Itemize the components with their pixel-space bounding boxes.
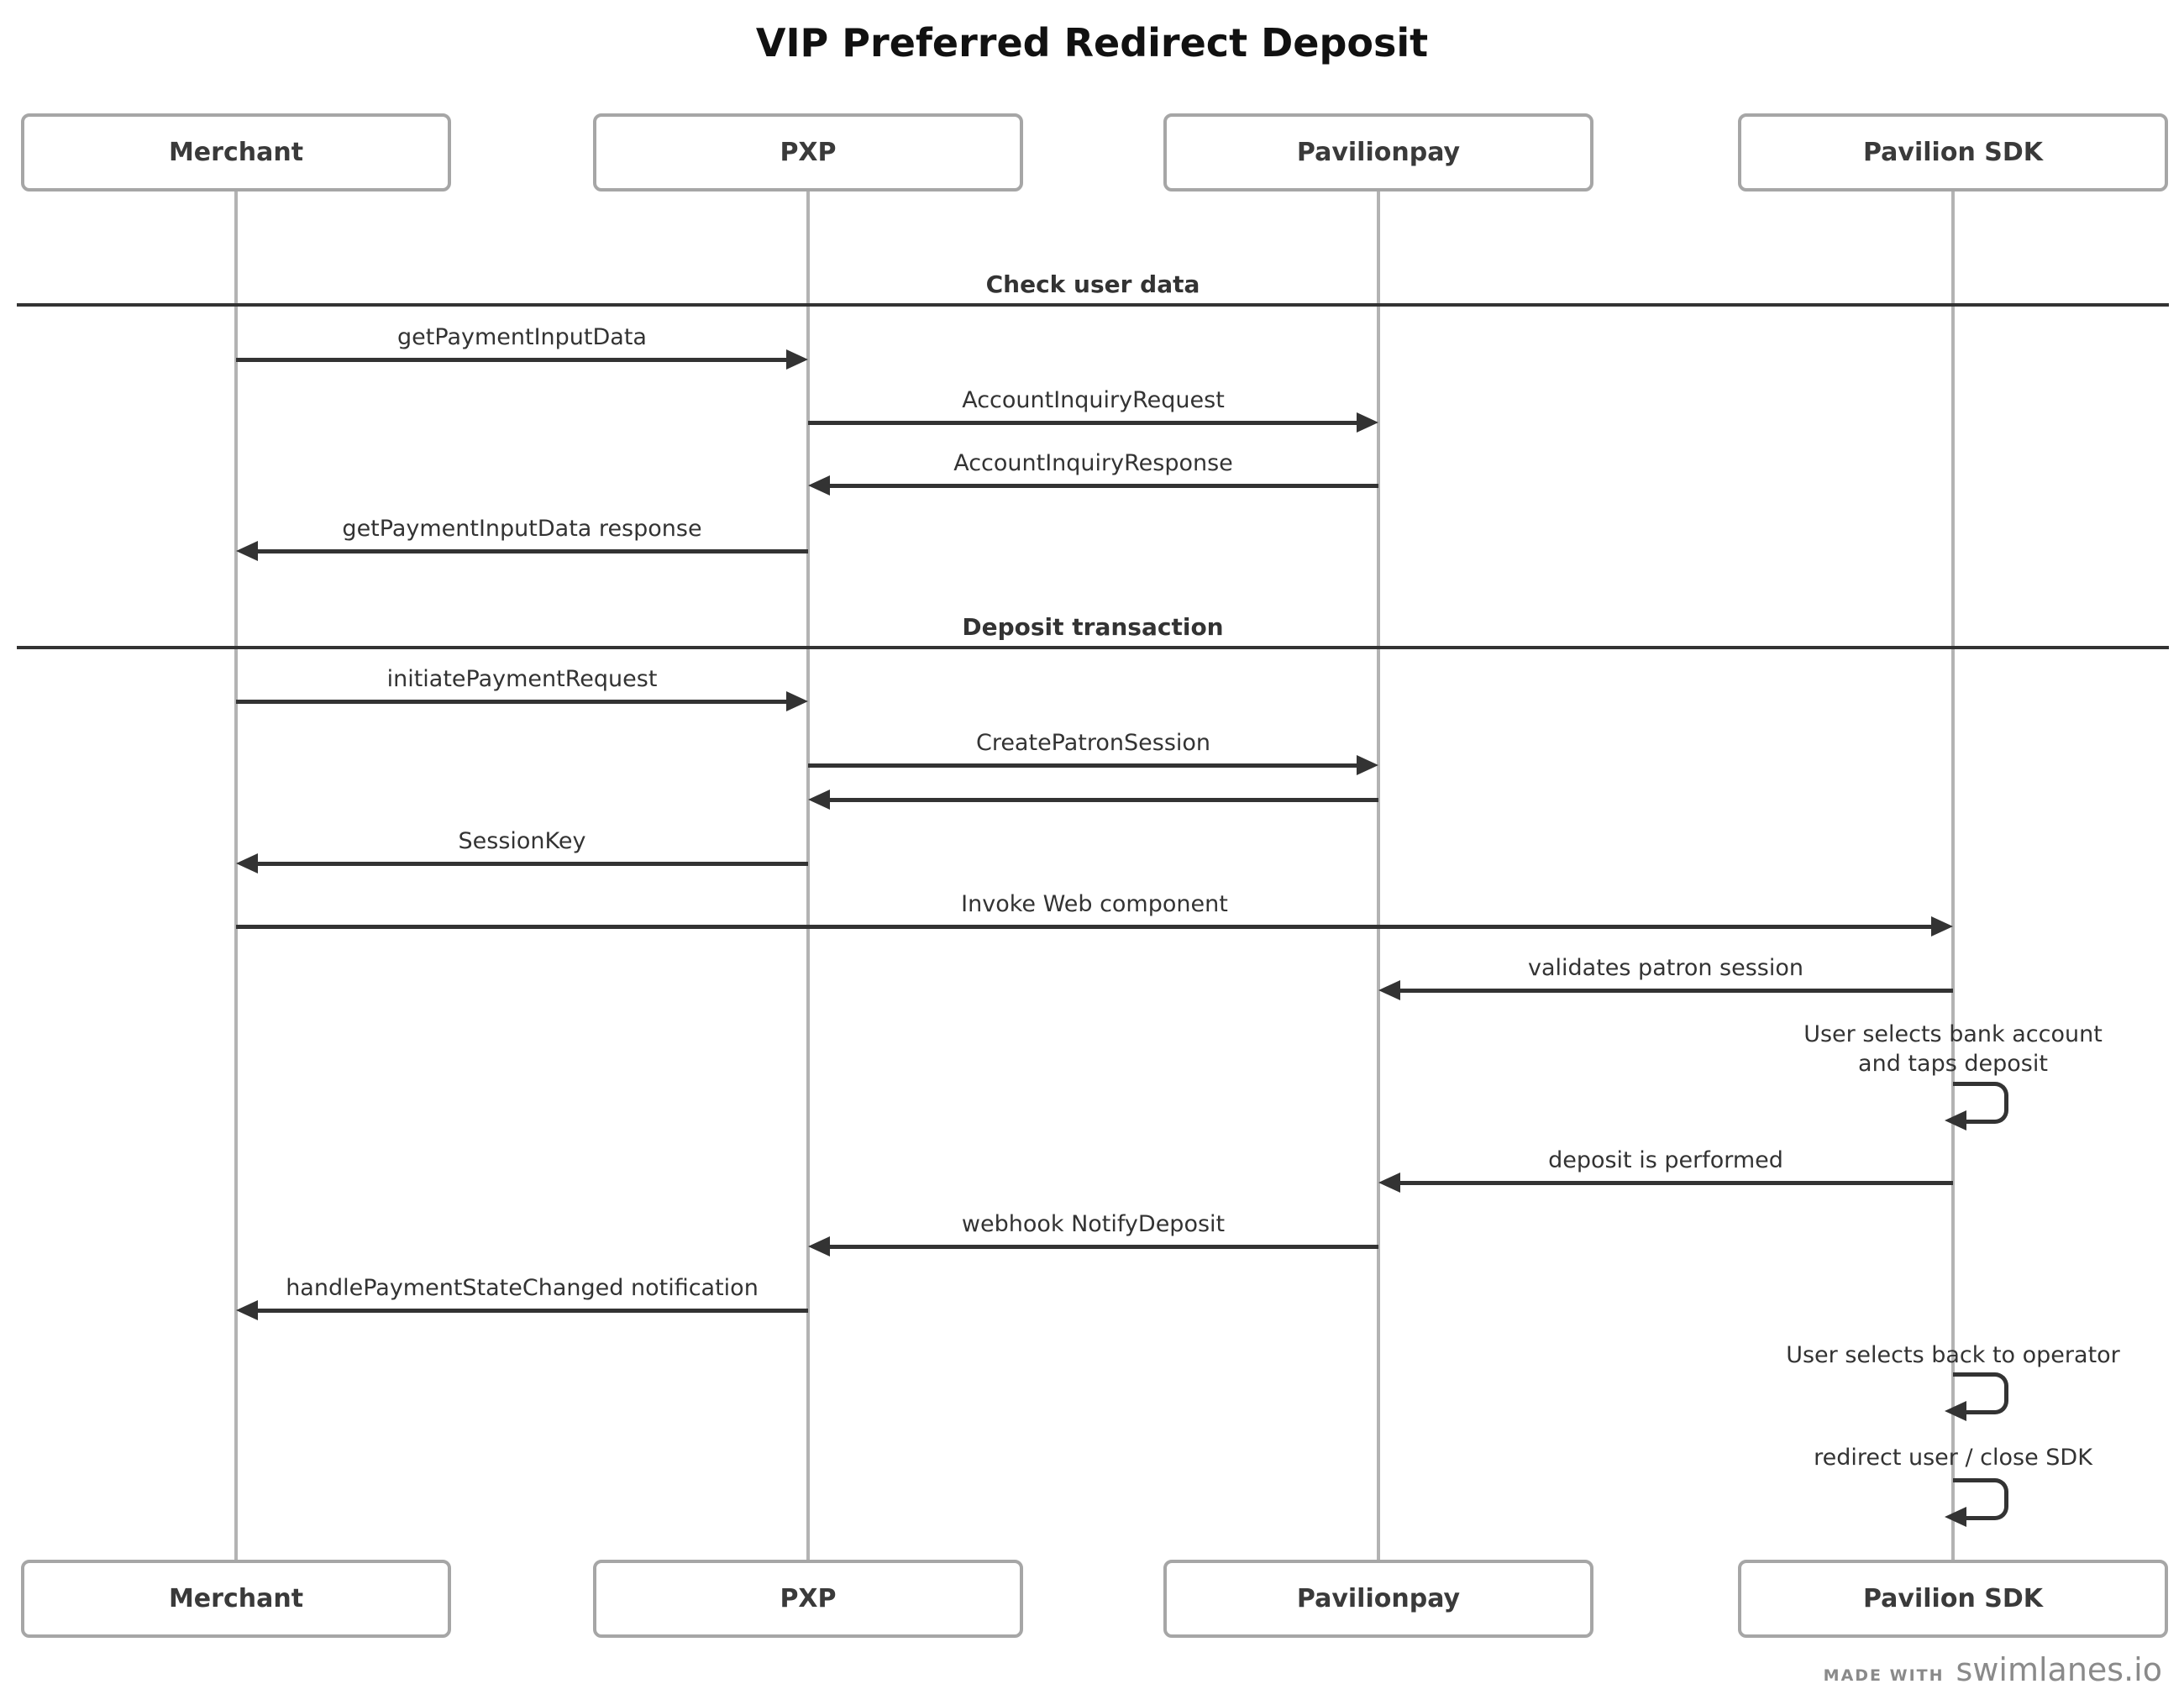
message-getpaymentinputdata-label: getPaymentInputData — [397, 324, 647, 350]
actor-box-bottom-pavilionpay: Pavilionpay — [1163, 1560, 1593, 1638]
message-webhook-notifydeposit-line — [827, 1245, 1378, 1249]
message-accountinquiryresponse-line — [827, 484, 1378, 488]
message-accountinquiryresponse-label: AccountInquiryResponse — [953, 450, 1233, 476]
message-createpatronsession-label: CreatePatronSession — [975, 730, 1211, 756]
arrowhead-left-icon — [1945, 1507, 1966, 1527]
section-label-deposit-transaction: Deposit transaction — [962, 613, 1224, 641]
arrowhead-right-icon — [786, 691, 808, 711]
message-validates-patron-session-label: validates patron session — [1528, 955, 1803, 981]
arrowhead-right-icon — [786, 349, 808, 370]
message-getpaymentinputdata-response-label: getPaymentInputData response — [342, 516, 702, 542]
message-webhook-notifydeposit-label: webhook NotifyDeposit — [961, 1211, 1226, 1237]
self-message-redirect-user-close-sdk-loop — [1953, 1478, 2008, 1520]
message-return-line — [827, 798, 1378, 802]
actor-box-top-pavilion-sdk: Pavilion SDK — [1738, 113, 2168, 191]
message-createpatronsession-line — [808, 763, 1360, 768]
section-divider — [17, 303, 2169, 307]
message-invoke-web-component-line — [236, 925, 1935, 929]
message-deposit-is-performed-line — [1397, 1181, 1953, 1185]
lifeline-merchant — [234, 191, 238, 1560]
message-accountinquiryrequest-label: AccountInquiryRequest — [962, 387, 1225, 413]
message-deposit-is-performed-label: deposit is performed — [1548, 1147, 1783, 1173]
self-message-user-selects-back-to-operator-loop — [1953, 1372, 2008, 1414]
arrowhead-right-icon — [1357, 755, 1378, 775]
footer: MADE WITH swimlanes.io — [1824, 1651, 2162, 1688]
actor-box-bottom-pxp: PXP — [593, 1560, 1023, 1638]
made-with-label: MADE WITH — [1823, 1666, 1945, 1685]
lifeline-pxp — [806, 191, 810, 1560]
message-sessionkey-label: SessionKey — [458, 828, 586, 854]
arrowhead-right-icon — [1931, 916, 1953, 936]
message-invoke-web-component-label: Invoke Web component — [961, 891, 1228, 917]
arrowhead-left-icon — [808, 1236, 830, 1256]
arrowhead-left-icon — [808, 475, 830, 496]
lifeline-pavilion-sdk — [1951, 191, 1955, 1560]
arrowhead-left-icon — [1945, 1110, 1966, 1131]
message-initiatepaymentrequest-label: initiatePaymentRequest — [386, 666, 658, 692]
arrowhead-left-icon — [808, 790, 830, 810]
message-getpaymentinputdata-response-line — [255, 549, 808, 553]
message-validates-patron-session-line — [1397, 989, 1953, 993]
arrowhead-right-icon — [1357, 412, 1378, 433]
message-handlepaymentstatechanged-notification-label: handlePaymentStateChanged notification — [286, 1275, 759, 1301]
message-accountinquiryrequest-line — [808, 421, 1360, 425]
message-getpaymentinputdata-line — [236, 358, 790, 362]
message-sessionkey-line — [255, 862, 808, 866]
lifeline-pavilionpay — [1377, 191, 1380, 1560]
message-handlepaymentstatechanged-notification-line — [255, 1309, 808, 1313]
diagram-title: VIP Preferred Redirect Deposit — [755, 20, 1429, 66]
section-label-check-user-data: Check user data — [985, 270, 1200, 298]
self-message-user-selects-back-to-operator-label: User selects back to operator — [1786, 1342, 2120, 1368]
arrowhead-left-icon — [236, 541, 258, 561]
actor-box-top-pavilionpay: Pavilionpay — [1163, 113, 1593, 191]
actor-box-bottom-merchant: Merchant — [21, 1560, 451, 1638]
actor-box-top-pxp: PXP — [593, 113, 1023, 191]
section-divider — [17, 646, 2169, 649]
actor-box-top-merchant: Merchant — [21, 113, 451, 191]
arrowhead-left-icon — [1378, 1173, 1400, 1193]
actor-box-bottom-pavilion-sdk: Pavilion SDK — [1738, 1560, 2168, 1638]
arrowhead-left-icon — [1378, 980, 1400, 1000]
message-initiatepaymentrequest-line — [236, 700, 790, 704]
self-message-user-selects-bank-account-loop — [1953, 1082, 2008, 1124]
arrowhead-left-icon — [236, 1300, 258, 1320]
arrowhead-left-icon — [1945, 1401, 1966, 1421]
self-message-redirect-user-close-sdk-label: redirect user / close SDK — [1814, 1445, 2092, 1471]
swimlanes-brand: swimlanes.io — [1956, 1651, 2162, 1688]
arrowhead-left-icon — [236, 853, 258, 873]
